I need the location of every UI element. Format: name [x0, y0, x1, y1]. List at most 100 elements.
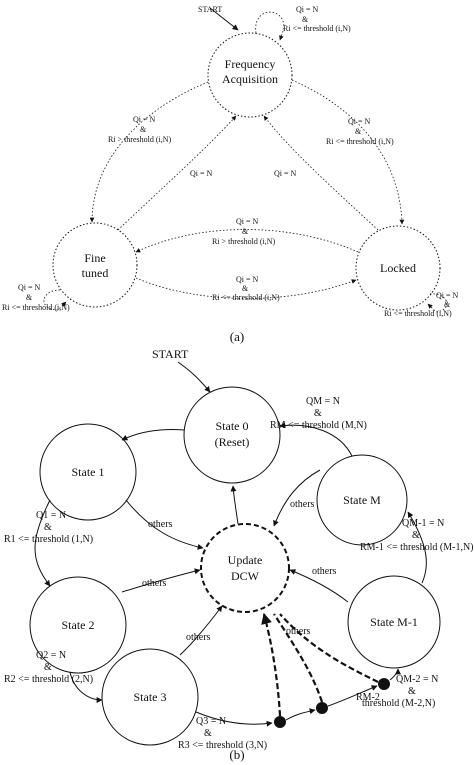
edge-self-fine-l2: &: [26, 293, 33, 302]
edge-dcw-to-s0: [230, 485, 239, 525]
edge-dot1-others-to-dcw: [261, 612, 282, 717]
edge-self-freq: [255, 11, 285, 41]
state-m: [316, 454, 408, 546]
edge-locked-to-fine: [135, 229, 359, 253]
edge-freq-to-locked: [291, 79, 405, 225]
edge-s1-to-s2: [34, 499, 51, 587]
edge-sm1-sm-l2: &: [412, 530, 420, 541]
state-locked-label: Locked: [380, 261, 416, 275]
state-update-dcw: [200, 523, 290, 613]
edge-freq-to-fine: [89, 81, 209, 223]
others-label-s1: others: [148, 519, 173, 530]
state-dcw-label-line2: DCW: [231, 569, 260, 583]
state-0-label-line2: (Reset): [215, 435, 250, 449]
edge-dots-sm1-l3: threshold (M-2,N): [362, 698, 435, 709]
state-fine-label-line2: tuned: [82, 266, 109, 280]
state-0-label-line1: State 0: [216, 419, 249, 433]
edge-s2-s3-l3: R2 <= threshold (2,N): [4, 674, 93, 685]
state-locked: [355, 225, 441, 311]
edge-dot1-to-dot2: [285, 708, 316, 721]
edge-fine-to-freq: [117, 115, 237, 231]
start-label-a: START: [198, 5, 222, 14]
edge-sm-s0-l1: QM = N: [306, 396, 340, 407]
state-m-label: State M: [343, 493, 381, 507]
edge-freq-to-locked-l1: Qi = N: [348, 117, 371, 126]
caption-a: (a): [230, 329, 244, 344]
edge-sm-others-to-dcw: [273, 469, 321, 527]
state-m-1-label: State M-1: [370, 615, 418, 629]
state-0-reset: [183, 386, 281, 484]
edge-s3-others-to-dcw: [179, 605, 223, 656]
state-2-label: State 2: [62, 618, 95, 632]
edge-freq-to-fine-l2: &: [140, 125, 147, 134]
state-dcw-label-line1: Update: [228, 553, 263, 567]
edge-s3-to-dots: [195, 711, 273, 727]
edge-sm1-sm-l3: RM-1 <= threshold (M-1,N): [360, 542, 474, 553]
caption-b: (b): [229, 747, 244, 762]
edge-locked-to-fine-l2: &: [242, 227, 249, 236]
edge-dot3-others-to-dcw: [279, 613, 379, 683]
edge-self-fine: [43, 289, 67, 311]
others-label-s2: others: [142, 578, 167, 589]
diagram-b: START State 0 (Reset) State 1 State 2 St…: [4, 347, 474, 762]
edge-self-locked-l2: &: [444, 300, 451, 309]
edge-s1-s2-l3: R1 <= threshold (1,N): [4, 534, 93, 545]
edge-self-locked-l3: Ri <= threshold (i,N): [384, 309, 452, 318]
state-2: [29, 576, 127, 674]
edge-locked-to-freq-label: Qi = N: [274, 169, 297, 178]
edge-self-freq-l3: Ri <= threshold (i,N): [283, 24, 351, 33]
state-freq-label-line1: Frequency: [225, 57, 276, 71]
state-freq-label-line2: Acquisition: [222, 72, 278, 86]
edge-freq-to-fine-l1: Qi = N: [133, 115, 156, 124]
edge-s2-others-to-dcw: [121, 568, 201, 593]
edge-fine-to-freq-label: Qi = N: [190, 169, 213, 178]
edge-sm-to-s0: [279, 422, 353, 457]
others-label-sm1: others: [312, 566, 337, 577]
edge-locked-to-fine-l1: Qi = N: [236, 217, 259, 226]
edge-s2-s3-l1: Q2 = N: [36, 650, 66, 661]
edge-fine-to-locked-l1: Qi = N: [236, 275, 259, 284]
edge-self-fine-l3: Ri <= threshold (i,N): [2, 303, 70, 312]
edge-s3-dots-l3: R3 <= threshold (3,N): [178, 740, 267, 751]
others-label-dots: others: [286, 626, 311, 637]
others-label-s3: others: [186, 632, 211, 643]
edge-self-fine-l1: Qi = N: [18, 283, 41, 292]
edge-fine-to-locked-l2: &: [242, 284, 249, 293]
state-1-label: State 1: [72, 465, 105, 479]
edge-s0-to-s1: [121, 429, 185, 441]
edge-sm1-to-sm: [407, 511, 427, 584]
edge-s1-s2-l2: &: [44, 522, 52, 533]
edge-dots-sm1-rm2: RM-2: [356, 692, 380, 703]
edge-s1-s2-l1: Q1 = N: [36, 510, 66, 521]
edge-self-freq-l1: Qi = N: [296, 5, 319, 14]
edge-dots-sm1-l2: &: [408, 686, 416, 697]
others-label-sm: others: [290, 499, 315, 510]
edge-sm1-others-to-dcw: [289, 569, 349, 603]
edge-freq-to-locked-l3: Ri <= threshold (i,N): [326, 137, 394, 146]
edge-fine-to-locked-l3: Ri <= threshold (i,N): [212, 293, 280, 302]
start-arrow-a: [209, 7, 239, 31]
state-frequency-acquisition: [207, 32, 293, 118]
edge-sm-s0-l3: RM <= threshold (M,N): [270, 420, 367, 431]
intermediate-node-2: [316, 702, 328, 714]
edge-s3-dots-l2: &: [204, 728, 212, 739]
edge-s3-dots-l1: Q3 = N: [196, 716, 226, 727]
edge-dot2-to-dot3: [327, 685, 378, 707]
edge-sm-s0-l2: &: [314, 408, 322, 419]
edge-dots-sm1-l1: QM-2 = N: [396, 674, 438, 685]
state-3-label: State 3: [134, 690, 167, 704]
edge-self-locked: [427, 293, 448, 313]
start-arrow-b: [177, 361, 211, 393]
edge-dot2-others-to-dcw: [273, 613, 324, 703]
edge-locked-to-fine-l3: Ri > threshold (i,N): [212, 237, 276, 246]
edge-self-locked-l1: Qi = N: [436, 291, 459, 300]
intermediate-node-1: [274, 716, 286, 728]
edge-s1-others-to-dcw: [125, 499, 204, 550]
edge-freq-to-locked-l2: &: [355, 127, 362, 136]
intermediate-node-3: [378, 678, 390, 690]
edge-self-freq-l2: &: [302, 15, 309, 24]
edge-s2-s3-l2: &: [44, 662, 52, 673]
edge-s2-to-s3: [69, 671, 103, 703]
state-1: [39, 423, 137, 521]
